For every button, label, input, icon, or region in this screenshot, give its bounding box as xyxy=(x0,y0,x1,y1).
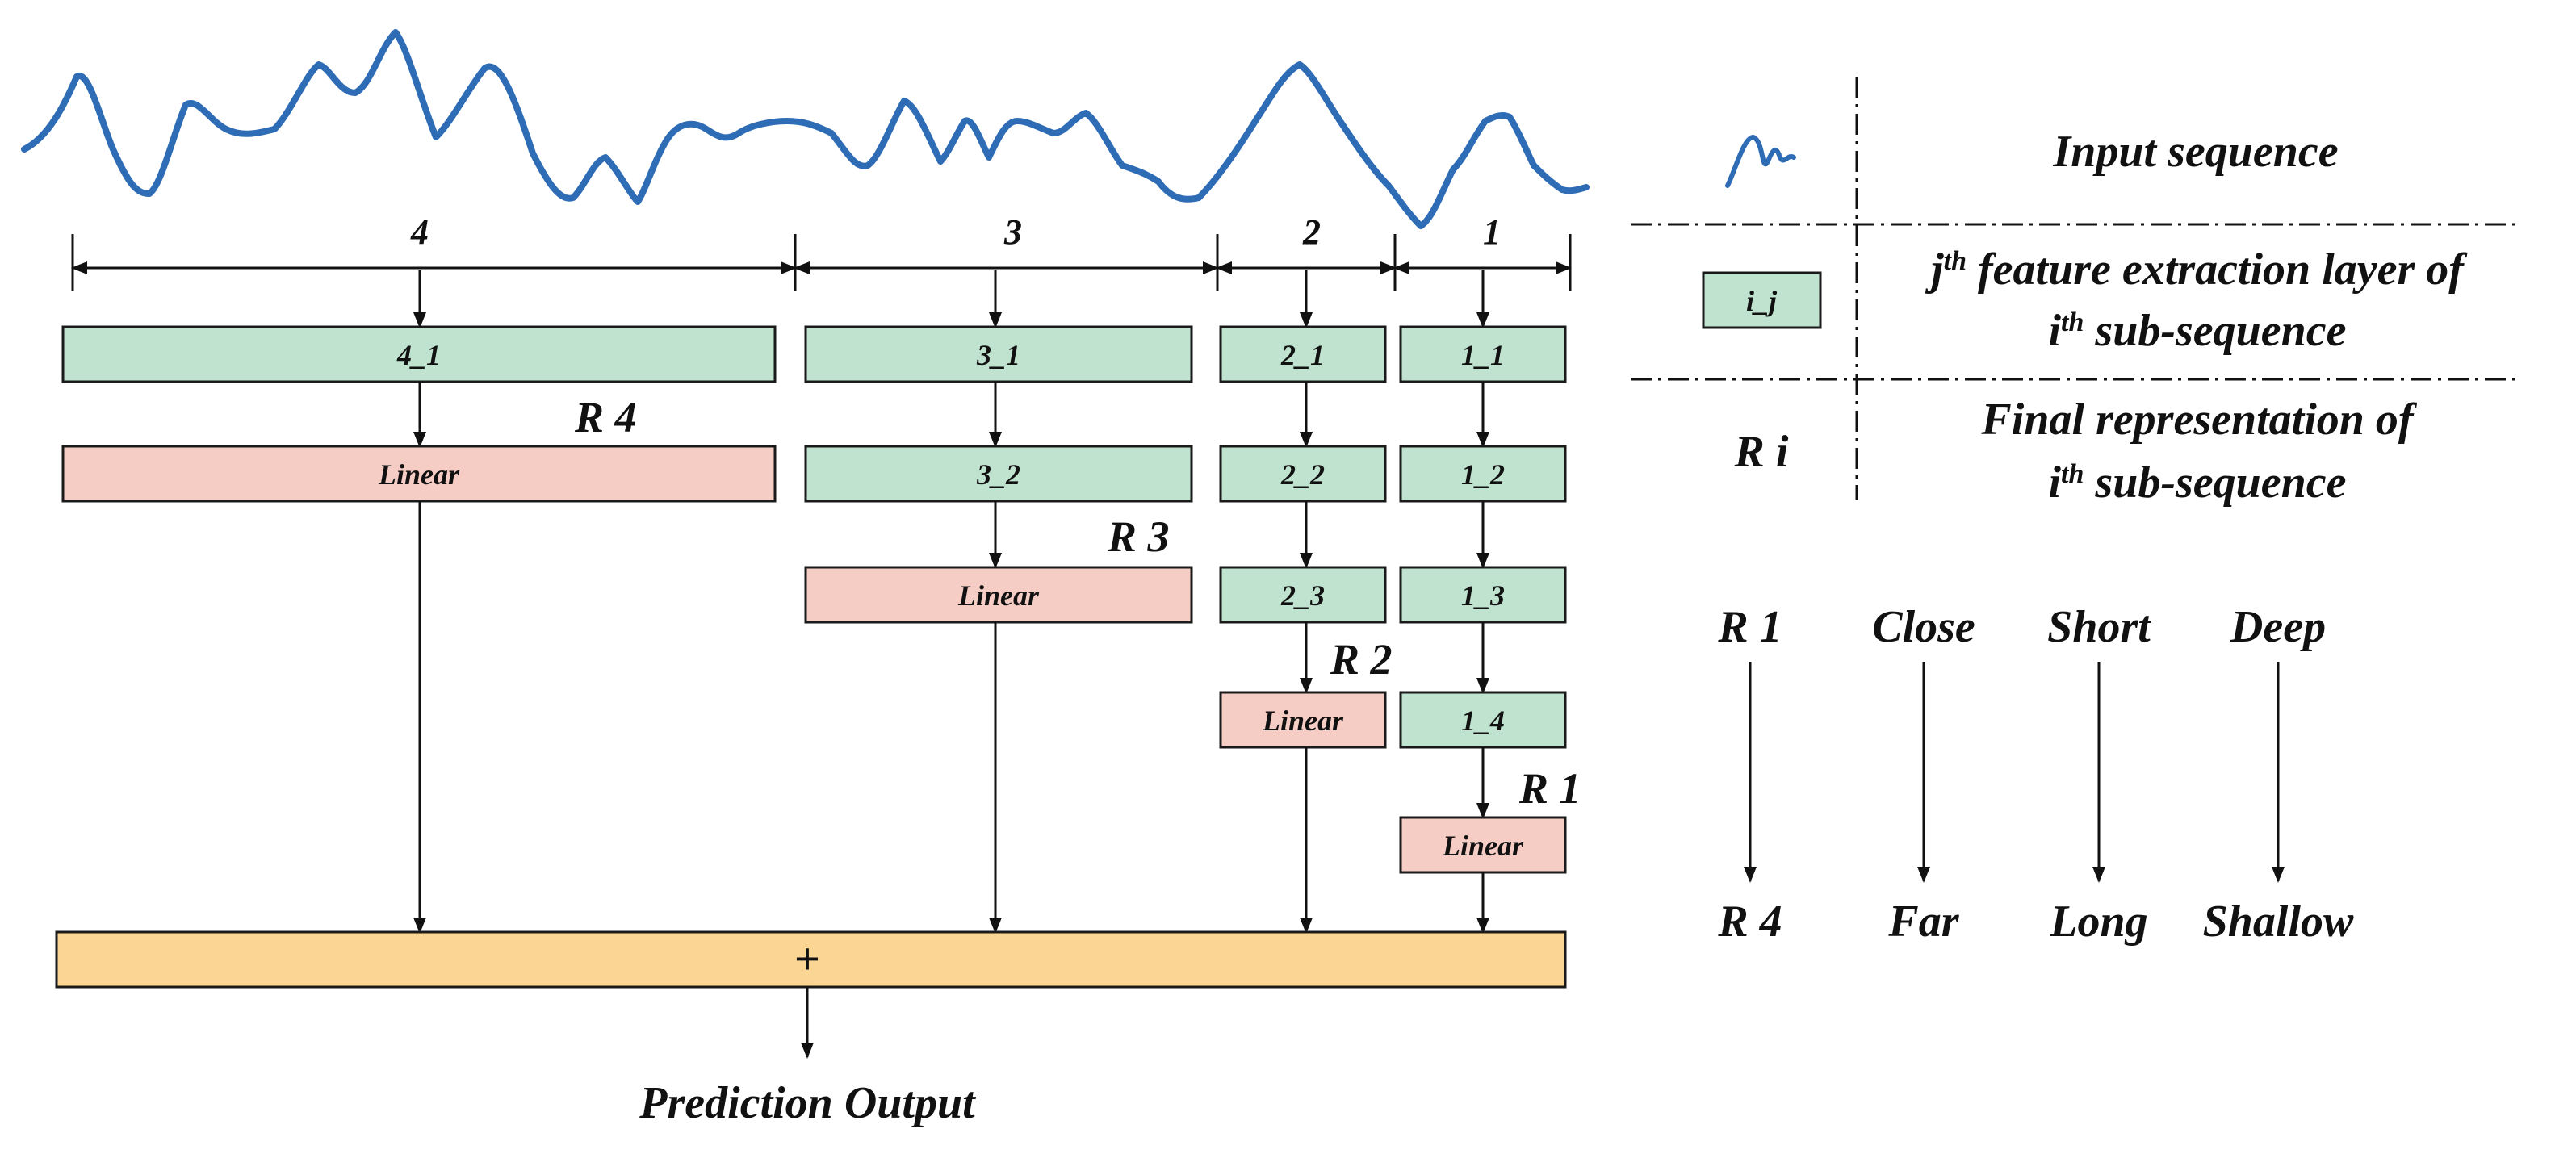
legend-ri-label: R i xyxy=(1734,427,1789,477)
linear-block-3 xyxy=(804,566,1193,624)
scale-bottom-r4: R 4 xyxy=(1717,897,1782,947)
rep-label-r4: R 4 xyxy=(574,393,637,441)
input-sequence-wave xyxy=(21,29,1590,229)
feature-block-2-1-label: 2_1 xyxy=(1280,339,1325,371)
legend-feature-text-line1: jth feature extraction layer of xyxy=(1925,245,2468,295)
prediction-output-label: Prediction Output xyxy=(639,1078,976,1128)
feature-block-1-3 xyxy=(1399,566,1567,624)
legend-final-text-line2: ith sub-sequence xyxy=(2048,458,2346,508)
feature-block-1-3-label: 1_3 xyxy=(1461,579,1505,612)
feature-block-3-2 xyxy=(804,445,1193,503)
feature-block-3-2-label: 3_2 xyxy=(976,458,1020,491)
legend-input-label: Input sequence xyxy=(2052,127,2338,177)
segment-1-label: 1 xyxy=(1483,212,1501,252)
segment-3-label: 3 xyxy=(1003,212,1022,252)
legend-final-text-line1: Final representation of xyxy=(1980,395,2418,445)
rep-label-r2: R 2 xyxy=(1330,635,1393,684)
rep-label-r1: R 1 xyxy=(1518,764,1581,813)
feature-block-1-4-label: 1_4 xyxy=(1461,705,1505,737)
sum-bar xyxy=(55,930,1567,989)
segment-2-label: 2 xyxy=(1302,212,1321,252)
feature-block-1-1-label: 1_1 xyxy=(1461,339,1505,371)
feature-block-3-1 xyxy=(804,325,1193,383)
feature-block-1-1 xyxy=(1399,325,1567,383)
feature-block-2-2-label: 2_2 xyxy=(1280,458,1325,491)
legend-feature-text-line2: ith sub-sequence xyxy=(2048,306,2346,356)
feature-block-1-2-label: 1_2 xyxy=(1461,458,1505,491)
linear-block-2 xyxy=(1219,691,1387,749)
scale-bottom-long: Long xyxy=(2049,897,2147,947)
legend-feature-block-label: i_j xyxy=(1746,285,1778,317)
linear-block-4 xyxy=(61,445,777,503)
linear-block-1 xyxy=(1399,816,1567,874)
segment-4-label: 4 xyxy=(410,212,429,252)
legend-feature-block xyxy=(1702,271,1822,329)
feature-block-1-4 xyxy=(1399,691,1567,749)
feature-block-2-3-label: 2_3 xyxy=(1280,579,1325,612)
feature-block-1-2 xyxy=(1399,445,1567,503)
feature-block-2-1 xyxy=(1219,325,1387,383)
sum-symbol: + xyxy=(794,934,820,985)
scale-top-short: Short xyxy=(2047,602,2151,652)
linear-block-4-label: Linear xyxy=(378,458,460,491)
rep-label-r3: R 3 xyxy=(1107,512,1170,561)
input-sequence-legend-icon xyxy=(1725,135,1796,188)
linear-block-1-label: Linear xyxy=(1442,830,1524,862)
scale-top-deep: Deep xyxy=(2230,602,2326,652)
scale-bottom-shallow: Shallow xyxy=(2203,897,2354,947)
feature-block-4-1 xyxy=(61,325,777,383)
feature-block-2-2 xyxy=(1219,445,1387,503)
feature-block-3-1-label: 3_1 xyxy=(976,339,1020,371)
scale-top-close: Close xyxy=(1872,602,1975,652)
feature-block-4-1-label: 4_1 xyxy=(396,339,441,371)
scale-top-r1: R 1 xyxy=(1717,602,1782,652)
feature-block-2-3 xyxy=(1219,566,1387,624)
linear-block-3-label: Linear xyxy=(957,579,1040,612)
linear-block-2-label: Linear xyxy=(1262,705,1344,737)
scale-bottom-far: Far xyxy=(1887,897,1959,947)
